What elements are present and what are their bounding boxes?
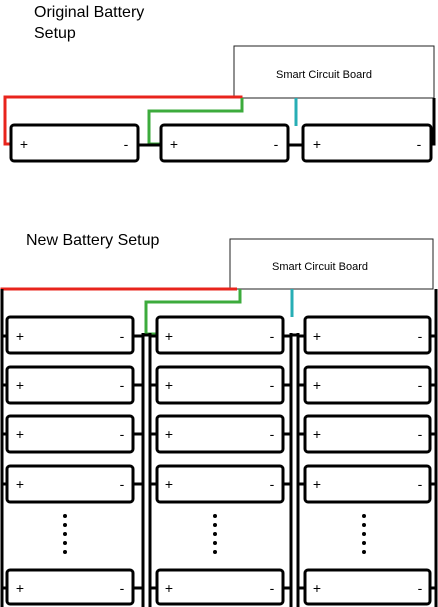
new-column-2: +- +- +- +- +- [150,315,291,606]
minus-label: - [270,328,275,344]
minus-label: - [270,426,275,442]
minus-label: - [274,136,279,152]
plus-label: + [313,426,321,442]
battery-cell: +- [2,568,143,606]
minus-label: - [418,476,423,492]
battery-cell: +- [2,464,143,504]
original-red-wire [3,95,243,146]
minus-label: - [418,377,423,393]
plus-label: + [16,328,24,344]
plus-label: + [313,580,321,596]
battery-cell: +- [150,464,291,504]
battery-cell: +- [298,315,436,355]
minus-label: - [124,136,129,152]
plus-label: + [16,580,24,596]
original-title-line1: Original Battery [34,4,144,21]
original-smart-circuit-board: Smart Circuit Board [233,45,435,99]
battery-cell: +- [150,365,291,405]
battery-cell: +- [2,414,143,454]
plus-label: + [165,476,173,492]
new-column-1: +- +- +- +- +- [2,315,143,606]
battery-cell: +- [150,414,291,454]
battery-cell: +- [298,365,436,405]
ellipsis-dots [362,514,366,554]
plus-label: + [165,580,173,596]
minus-label: - [418,426,423,442]
original-battery-2: + - [159,123,290,163]
minus-label: - [120,426,125,442]
plus-label: + [313,328,321,344]
battery-cell: +- [150,568,291,606]
new-title: New Battery Setup [26,232,160,249]
minus-label: - [418,580,423,596]
minus-label: - [120,580,125,596]
plus-label: + [313,136,321,152]
battery-cell: +- [150,315,291,355]
plus-label: + [16,377,24,393]
minus-label: - [270,476,275,492]
plus-label: + [20,136,28,152]
minus-label: - [270,580,275,596]
minus-label: - [417,136,422,152]
plus-label: + [313,377,321,393]
ellipsis-dots [63,514,67,554]
battery-cell: +- [2,315,143,355]
minus-label: - [270,377,275,393]
new-column-3: +- +- +- +- +- [298,315,436,606]
plus-label: + [16,426,24,442]
original-title-line2: Setup [34,25,76,42]
minus-label: - [120,476,125,492]
plus-label: + [165,426,173,442]
battery-cell: +- [2,365,143,405]
plus-label: + [170,136,178,152]
new-smart-circuit-board: Smart Circuit Board [229,238,434,290]
original-battery-3: + - [301,123,433,163]
plus-label: + [165,328,173,344]
minus-label: - [120,328,125,344]
new-setup: New Battery Setup Smart Circuit Board +-… [0,232,438,607]
plus-label: + [313,476,321,492]
battery-cell: +- [298,464,436,504]
plus-label: + [16,476,24,492]
minus-label: - [120,377,125,393]
original-board-label: Smart Circuit Board [276,69,372,81]
battery-cell: +- [298,414,436,454]
ellipsis-dots [213,514,217,554]
original-battery-1: + - [9,123,140,163]
plus-label: + [165,377,173,393]
new-board-label: Smart Circuit Board [272,261,368,273]
original-setup: Original Battery Setup Smart Circuit Boa… [3,4,436,163]
battery-cell: +- [298,568,436,606]
minus-label: - [418,328,423,344]
